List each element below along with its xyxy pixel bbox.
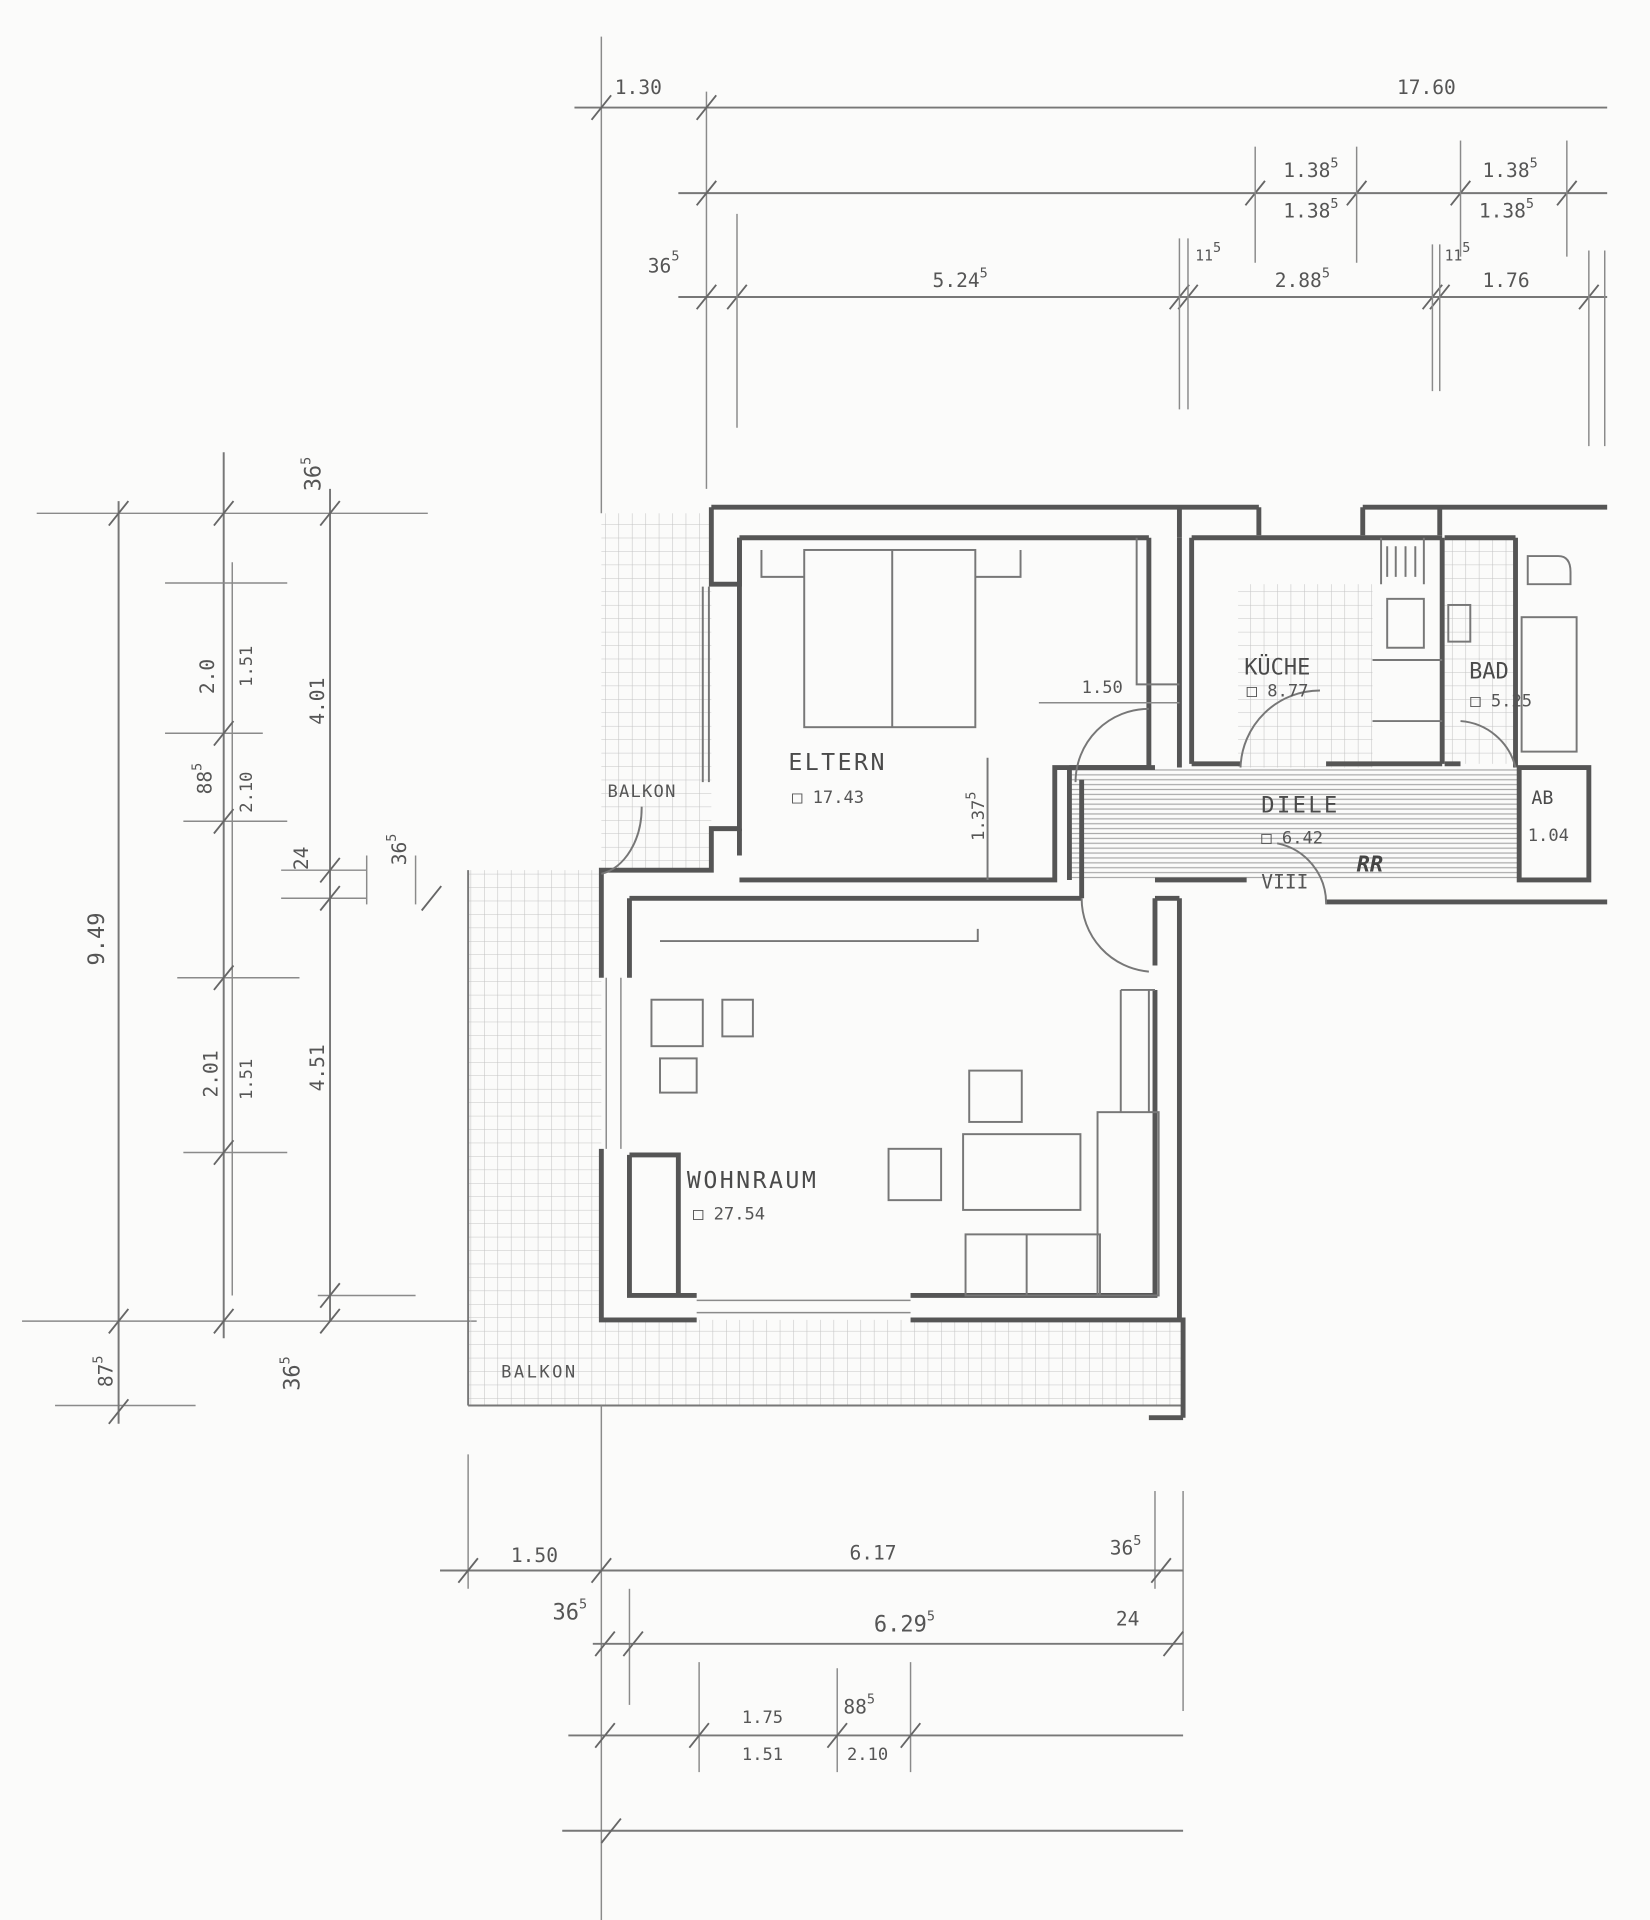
dim-wall-11b: 115 [1445, 241, 1471, 265]
room-label-balkon-top: BALKON [607, 782, 676, 802]
dim-kueche-width: 2.885 [1275, 266, 1330, 292]
room-area-bad: □ 5.25 [1470, 691, 1532, 711]
dim-24-bottom: 24 [1116, 1607, 1140, 1630]
left-dimensions: 9.49 875 2.0 885 2.01 1.51 2.10 1.51 365… [22, 452, 477, 1425]
dim-88: 885 [191, 763, 217, 795]
dim-total-width: 17.60 [1397, 76, 1456, 99]
room-area-wohnraum: □ 27.54 [693, 1205, 765, 1225]
dim-1-30: 1.30 [615, 76, 662, 99]
dim-1-51-top: 1.51 [237, 646, 257, 687]
diele-floor [1069, 767, 1520, 880]
dim-total-depth: 9.49 [85, 913, 110, 966]
dim-4-51: 4.51 [306, 1044, 329, 1091]
dim-1-37: 1.375 [964, 792, 989, 841]
dim-window-88: 885 [843, 1693, 875, 1719]
bad-floor [1444, 537, 1516, 764]
room-label-wohnraum: WOHNRAUM [687, 1167, 818, 1194]
dim-wall-11a: 115 [1195, 241, 1221, 265]
dim-2-0: 2.0 [196, 659, 219, 694]
dim-top-wall: 365 [299, 457, 326, 492]
room-label-eltern: ELTERN [788, 749, 887, 776]
dim-2-10: 2.10 [237, 772, 257, 813]
dim-1-51-bottom: 1.51 [237, 1059, 257, 1100]
dim-bad-width: 1.76 [1483, 269, 1530, 292]
dim-window-1-top: 1.385 [1283, 156, 1338, 182]
room-label-kueche: KÜCHE [1244, 655, 1310, 681]
dim-window-1-51: 1.51 [742, 1745, 783, 1765]
dim-door-1-50: 1.50 [1082, 678, 1123, 698]
room-area-ab: 1.04 [1528, 826, 1569, 846]
room-area-diele: □ 6.42 [1261, 828, 1323, 848]
balcony-bottom [468, 870, 1184, 1406]
furniture [650, 537, 1578, 1297]
dim-window-1-bottom: 1.385 [1283, 197, 1338, 223]
room-label-ab: AB [1531, 788, 1553, 809]
bottom-dimensions: 1.50 6.17 365 365 6.295 24 1.75 1.51 885… [440, 1405, 1184, 1920]
top-dimensions: 1.30 17.60 1.385 1.385 1.385 1.385 365 5… [574, 36, 1608, 514]
dim-87: 875 [92, 1356, 118, 1388]
room-labels: ELTERN □ 17.43 KÜCHE □ 8.77 BAD □ 5.25 D… [501, 655, 1569, 1383]
kueche-floor [1238, 584, 1373, 768]
dim-wall-36: 365 [648, 249, 680, 277]
dim-window-2-10: 2.10 [847, 1745, 888, 1765]
mark-rr: RR [1357, 852, 1383, 877]
room-label-bad: BAD [1469, 659, 1509, 684]
dim-4-01: 4.01 [306, 678, 329, 725]
dim-mid-wall: 365 [385, 834, 411, 866]
dim-window-1-75: 1.75 [742, 1708, 783, 1728]
doors [601, 689, 1517, 973]
dim-24: 24 [290, 847, 313, 871]
dim-bottom-wall: 365 [279, 1356, 306, 1391]
room-label-diele: DIELE [1261, 794, 1339, 819]
dim-wall-left: 365 [552, 1597, 587, 1625]
dim-wall-right: 365 [1110, 1534, 1142, 1560]
dim-2-01: 2.01 [200, 1050, 223, 1097]
room-area-kueche: □ 8.77 [1247, 682, 1309, 702]
dim-6-29: 6.295 [874, 1610, 935, 1638]
dim-balkon-1-50: 1.50 [511, 1544, 558, 1567]
dim-6-17: 6.17 [849, 1541, 896, 1564]
room-label-balkon-bottom: BALKON [501, 1362, 577, 1382]
mark-viii: VIII [1261, 871, 1308, 894]
dim-window-2-top: 1.385 [1483, 156, 1538, 182]
dim-window-2-bottom: 1.385 [1479, 197, 1534, 223]
room-area-eltern: □ 17.43 [792, 788, 864, 808]
dim-eltern-width: 5.245 [933, 266, 988, 292]
balcony-top [601, 513, 712, 871]
